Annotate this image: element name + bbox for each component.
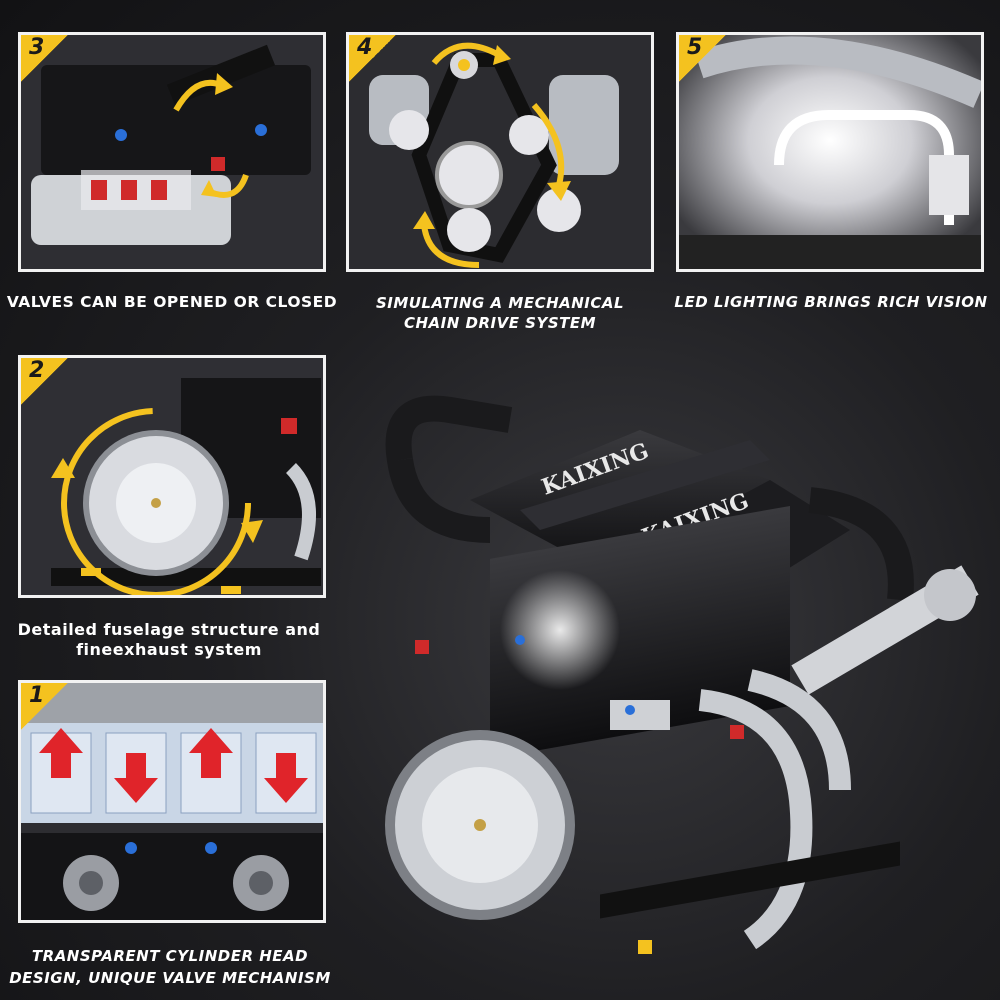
step-badge-2: 2 bbox=[21, 358, 77, 408]
panel-led: 5 bbox=[676, 32, 984, 272]
fuselage-illustration bbox=[21, 358, 323, 595]
caption-cylinder-head: TRANSPARENT CYLINDER HEAD DESIGN, UNIQUE… bbox=[9, 947, 331, 987]
caption-fuselage: Detailed fuselage structure and fineexha… bbox=[17, 620, 321, 659]
panel-chain-drive: 4 bbox=[346, 32, 654, 272]
panel-cylinder-head: 1 bbox=[18, 680, 326, 923]
step-badge-5: 5 bbox=[679, 35, 735, 85]
step-badge-1: 1 bbox=[21, 683, 77, 733]
step-badge-3: 3 bbox=[21, 35, 77, 85]
step-badge-4: 4 bbox=[349, 35, 405, 85]
valve-illustration bbox=[21, 35, 323, 269]
panel-valves: 3 bbox=[18, 32, 326, 272]
engine-model: KAIXING KAIXING bbox=[370, 380, 990, 980]
caption-led: LED LIGHTING BRINGS RICH VISION bbox=[674, 293, 988, 311]
caption-chain-drive: SIMULATING A MECHANICAL CHAIN DRIVE SYST… bbox=[375, 294, 625, 332]
engine-illustration: KAIXING KAIXING bbox=[385, 395, 979, 954]
cylinder-head-illustration bbox=[21, 683, 323, 920]
panel-fuselage: 2 bbox=[18, 355, 326, 598]
caption-valves: VALVES CAN BE OPENED OR CLOSED bbox=[6, 293, 338, 311]
